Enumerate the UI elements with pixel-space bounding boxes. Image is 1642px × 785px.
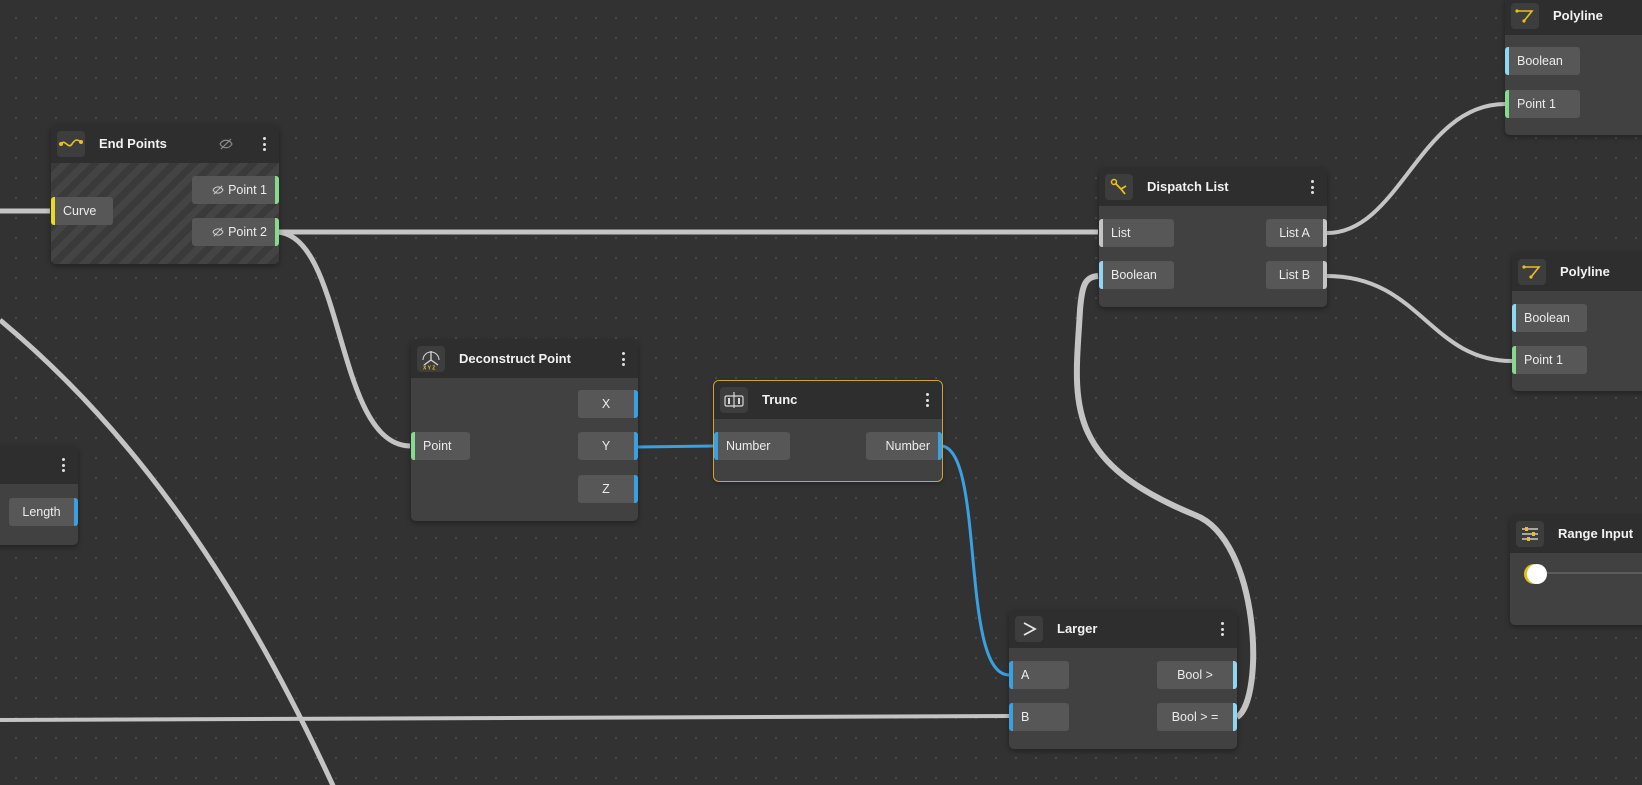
output-port-bool-greater[interactable]: Bool > — [1157, 661, 1237, 689]
polyline-node-2[interactable]: Polyline Boolean Point 1 — [1512, 253, 1642, 391]
port-label: List A — [1279, 226, 1310, 240]
port-label: Point 2 — [228, 225, 267, 239]
node-title: Polyline — [1553, 8, 1603, 23]
node-menu-button[interactable] — [1215, 619, 1229, 639]
input-port-a[interactable]: A — [1009, 661, 1069, 689]
wire-number-to-a — [941, 444, 1010, 677]
output-port-x[interactable]: X — [578, 390, 638, 418]
node-title: End Points — [99, 136, 167, 151]
eye-off-icon — [212, 177, 224, 205]
node-menu-button[interactable] — [616, 349, 630, 369]
polyline-icon — [1511, 3, 1539, 29]
eye-off-icon[interactable] — [219, 137, 233, 155]
node-title: Range Input — [1558, 526, 1634, 541]
port-label: Y — [601, 439, 611, 453]
input-port-list[interactable]: List — [1099, 219, 1174, 247]
node-menu-button[interactable] — [920, 390, 934, 410]
node-header[interactable] — [0, 446, 78, 484]
input-port-boolean[interactable]: Boolean — [1512, 304, 1587, 332]
node-menu-button[interactable] — [56, 455, 70, 475]
port-label: Point 1 — [1517, 97, 1556, 111]
port-label: Boolean — [1517, 54, 1563, 68]
output-port-y[interactable]: Y — [578, 432, 638, 460]
polyline-node-1[interactable]: Polyline Boolean Point 1 — [1505, 0, 1642, 135]
output-port-length[interactable]: Length — [9, 498, 78, 526]
wire-bool-to-boolean — [1073, 273, 1257, 720]
deconstruct-point-node[interactable]: X Y Z Deconstruct Point Point X Y Z — [411, 340, 638, 521]
node-header[interactable]: Larger — [1009, 610, 1237, 648]
wire-lista-to-polyline1 — [1326, 102, 1506, 235]
port-label: Boolean — [1111, 268, 1157, 282]
larger-node[interactable]: Larger A B Bool > Bool > = — [1009, 610, 1237, 749]
node-header[interactable]: Polyline — [1512, 253, 1642, 291]
output-port-number[interactable]: Number — [866, 432, 942, 460]
node-header[interactable]: X Y Z Deconstruct Point — [411, 340, 638, 378]
dispatch-icon — [1105, 174, 1133, 200]
range-slider-knob[interactable] — [1527, 564, 1547, 584]
eye-off-icon — [212, 219, 224, 247]
node-header[interactable]: Polyline — [1505, 0, 1642, 35]
port-label: Bool > — [1177, 668, 1213, 682]
input-port-b[interactable]: B — [1009, 703, 1069, 731]
wire-into-b — [0, 714, 1010, 722]
range-slider-track[interactable] — [1528, 572, 1642, 574]
wire-listb-to-polyline2 — [1326, 274, 1513, 363]
range-input-node[interactable]: Range Input — [1510, 515, 1642, 625]
port-label: Boolean — [1524, 311, 1570, 325]
svg-text:X Y Z: X Y Z — [423, 366, 435, 371]
port-label: List — [1111, 226, 1131, 240]
node-title: Trunc — [762, 392, 798, 407]
port-label: Point 1 — [228, 183, 267, 197]
port-label: Z — [602, 482, 610, 496]
node-header[interactable]: Range Input — [1510, 515, 1642, 553]
wire-diagonal — [0, 318, 336, 785]
end-points-node[interactable]: End Points Curve Point 1 Point 2 — [51, 125, 279, 264]
xyz-axes-icon: X Y Z — [417, 346, 445, 372]
input-port-curve[interactable]: Curve — [51, 197, 113, 225]
sliders-icon — [1516, 521, 1544, 547]
curve-endpoints-icon — [57, 131, 85, 157]
port-label: Length — [22, 505, 61, 519]
output-port-bool-greater-equal[interactable]: Bool > = — [1157, 703, 1237, 731]
output-port-point-2[interactable]: Point 2 — [192, 218, 279, 246]
port-label: B — [1021, 710, 1030, 724]
port-label: Point — [423, 439, 452, 453]
input-port-point[interactable]: Point — [411, 432, 470, 460]
input-port-boolean[interactable]: Boolean — [1505, 47, 1580, 75]
input-port-point-1[interactable]: Point 1 — [1512, 346, 1587, 374]
greater-than-icon — [1015, 616, 1043, 642]
wire-y-to-number — [637, 444, 715, 449]
port-label: Curve — [63, 204, 97, 218]
output-port-list-a[interactable]: List A — [1266, 219, 1327, 247]
length-node[interactable]: Length — [0, 446, 78, 545]
node-header[interactable]: Dispatch List — [1099, 168, 1327, 206]
node-title: Polyline — [1560, 264, 1610, 279]
node-title: Larger — [1057, 621, 1098, 636]
input-port-point-1[interactable]: Point 1 — [1505, 90, 1580, 118]
output-port-point-1[interactable]: Point 1 — [192, 176, 279, 204]
polyline-icon — [1518, 259, 1546, 285]
node-title: Deconstruct Point — [459, 351, 571, 366]
output-port-list-b[interactable]: List B — [1266, 261, 1327, 289]
port-label: Bool > = — [1171, 710, 1219, 724]
node-menu-button[interactable] — [1305, 177, 1319, 197]
input-port-boolean[interactable]: Boolean — [1099, 261, 1174, 289]
port-label: A — [1021, 668, 1030, 682]
dispatch-list-node[interactable]: Dispatch List List Boolean List A List B — [1099, 168, 1327, 307]
node-title: Dispatch List — [1147, 179, 1229, 194]
input-port-number[interactable]: Number — [714, 432, 790, 460]
port-label: List B — [1278, 268, 1311, 282]
port-label: Point 1 — [1524, 353, 1563, 367]
port-label: X — [601, 397, 611, 411]
port-label: Number — [885, 439, 930, 453]
node-header[interactable]: Trunc — [714, 381, 942, 419]
node-menu-button[interactable] — [257, 134, 271, 154]
port-label: Number — [726, 439, 771, 453]
trunc-node[interactable]: Trunc Number Number — [713, 380, 943, 482]
wire-point2-to-point — [276, 229, 411, 449]
output-port-z[interactable]: Z — [578, 475, 638, 503]
node-header[interactable]: End Points — [51, 125, 279, 163]
trunc-icon — [720, 387, 748, 413]
